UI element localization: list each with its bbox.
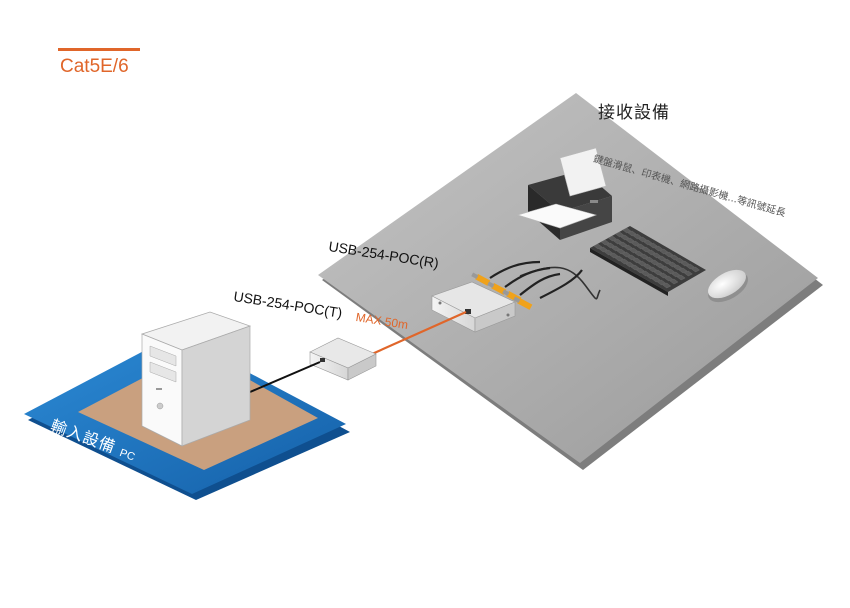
keyboard-key — [648, 266, 658, 273]
keyboard-key — [664, 251, 674, 258]
keyboard-key — [616, 248, 626, 255]
pc-cable — [249, 361, 321, 393]
keyboard-icon — [590, 226, 706, 296]
keyboard-key — [656, 279, 666, 286]
keyboard-key — [625, 261, 635, 268]
keyboard-key — [615, 231, 625, 238]
keyboard-key — [634, 250, 644, 257]
keyboard-key — [664, 275, 674, 282]
keyboard-key — [637, 260, 647, 267]
keyboard-key — [666, 268, 676, 275]
keyboard-key — [639, 253, 649, 260]
pc-tower-icon — [140, 311, 252, 447]
keyboard-key — [625, 237, 635, 244]
keyboard-key — [678, 267, 688, 274]
keyboard-key — [685, 263, 695, 270]
keyboard-key — [650, 259, 660, 266]
mouse-icon — [708, 269, 748, 303]
keyboard-key — [654, 245, 663, 252]
title-accent-rule — [58, 48, 140, 51]
cable-type-label: Cat5E/6 — [60, 56, 129, 77]
keyboard-key — [660, 265, 670, 272]
cat5-cable — [371, 310, 467, 356]
keyboard-key — [655, 262, 665, 269]
keyboard-key — [646, 273, 656, 280]
keyboard-key — [662, 258, 672, 265]
keyboard-key — [627, 230, 637, 237]
keyboard-key — [652, 252, 662, 259]
keyboard-key — [673, 264, 683, 271]
keyboard-key — [669, 254, 679, 261]
keyboard-key — [641, 270, 651, 277]
keyboard-key — [653, 269, 663, 276]
keyboard-key — [646, 249, 656, 256]
keyboard-key — [621, 251, 631, 258]
keyboard-key — [667, 261, 677, 268]
keyboard-key — [618, 241, 628, 248]
keyboard-key — [632, 233, 642, 240]
keyboard-key — [613, 238, 623, 245]
transmitter-box — [309, 337, 377, 381]
usb-cables — [489, 260, 583, 299]
keyboard-key — [644, 256, 654, 263]
keyboard-key — [643, 263, 652, 270]
keyboard-key — [638, 236, 648, 243]
keyboard-key — [636, 243, 646, 250]
keyboard-key — [630, 240, 640, 247]
keyboard-key — [662, 282, 672, 289]
keyboard-key — [604, 249, 614, 256]
keyboard-key — [675, 257, 685, 264]
keyboard-key — [607, 235, 617, 242]
receiver-floor — [318, 93, 823, 470]
receiver-box — [431, 281, 516, 333]
keyboard-key — [683, 270, 693, 277]
keyboard-key — [676, 274, 686, 281]
keyboard-key — [648, 242, 658, 249]
keyboard-key — [593, 243, 603, 250]
keyboard-key — [609, 252, 619, 259]
keyboard-key — [659, 248, 669, 255]
keyboard-key — [606, 242, 615, 249]
keyboard-key — [622, 227, 632, 234]
keyboard-key — [669, 278, 679, 285]
keyboard-key — [630, 264, 640, 271]
keyboard-key — [632, 257, 642, 264]
keyboard-key — [643, 239, 653, 246]
keyboard-key — [680, 260, 690, 267]
keyboard-key — [658, 272, 668, 279]
keyboard-key — [657, 255, 667, 262]
keyboard-key — [598, 246, 608, 253]
keyboard-key — [614, 255, 624, 262]
keyboard-key — [635, 267, 645, 274]
keyboard-key — [629, 247, 639, 254]
keyboard-key — [620, 234, 630, 241]
receiver-title: 接收設備 — [598, 103, 670, 123]
keyboard-key — [623, 244, 633, 251]
printer-icon — [516, 147, 612, 240]
usb-plugs — [471, 272, 533, 310]
keyboard-key — [691, 266, 700, 273]
keyboard-key — [619, 258, 629, 265]
keyboard-key — [611, 245, 621, 252]
keyboard-key — [627, 254, 637, 261]
keyboard-key — [651, 276, 661, 283]
keyboard-key — [600, 239, 610, 246]
keyboard-key — [641, 246, 651, 253]
keyboard-key — [671, 271, 681, 278]
